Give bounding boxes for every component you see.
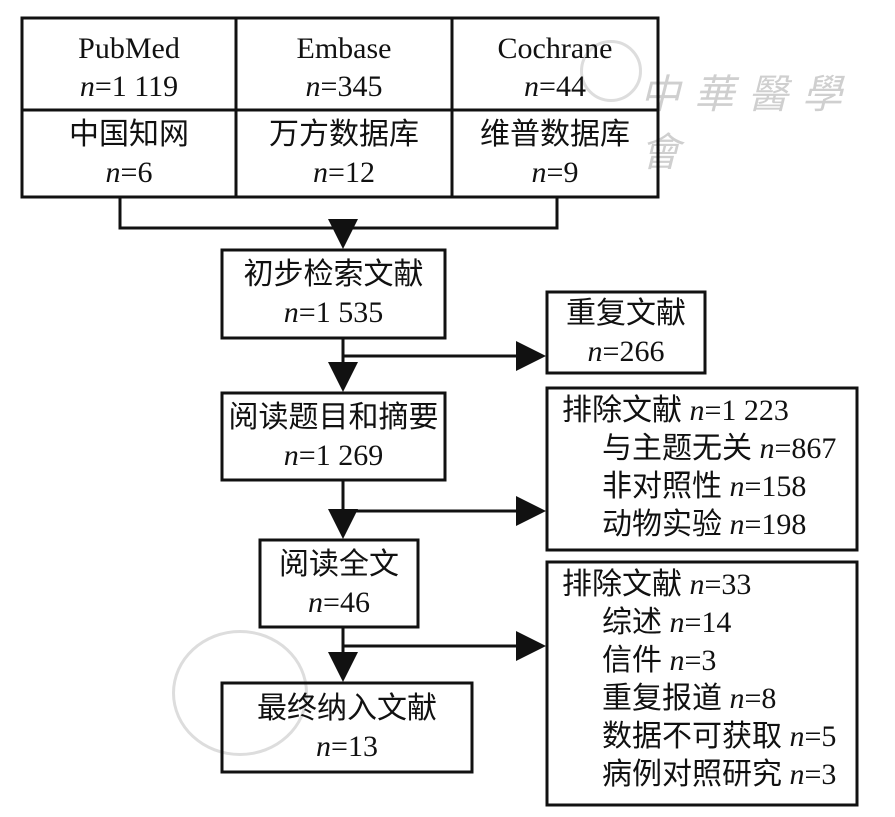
step-initial-search: 初步检索文献 n=1 535 [222, 250, 445, 338]
db-name: 维普数据库 [480, 118, 630, 151]
db-pubmed: PubMed n=1 119 [22, 30, 236, 106]
duplicates-box: 重复文献 n=266 [547, 292, 705, 373]
step-label: 最终纳入文献 [257, 691, 437, 725]
step-final-included: 最终纳入文献 n=13 [222, 683, 472, 772]
step-count: n=13 [316, 729, 378, 763]
exclusion-title: 排除文献 n=1 223 [562, 394, 789, 427]
duplicates-label: 重复文献 [566, 296, 686, 330]
step-label: 阅读题目和摘要 [228, 400, 439, 434]
database-grid-border [20, 16, 660, 199]
watermark-seal-bottom [172, 630, 308, 756]
step-full-text: 阅读全文 n=46 [260, 540, 418, 627]
exclusion-title: 排除文献 n=33 [562, 568, 752, 601]
watermark-seal-top [580, 40, 642, 102]
exclusion-item: 病例对照研究 n=3 [602, 758, 837, 791]
db-name: 万方数据库 [269, 118, 419, 151]
db-count: n=6 [105, 156, 153, 189]
exclusion-item: 与主题无关 n=867 [602, 432, 837, 465]
exclusion-box-1: 排除文献 n=1 223 与主题无关 n=867 非对照性 n=158 动物实验… [562, 392, 836, 544]
exclusion-item: 综述 n=14 [602, 606, 732, 639]
duplicates-count: n=266 [587, 334, 665, 368]
exclusion-item: 数据不可获取 n=5 [602, 720, 837, 753]
exclusion-box-2: 排除文献 n=33 综述 n=14 信件 n=3 重复报道 n=8 数据不可获取… [562, 566, 836, 794]
db-count: n=12 [313, 156, 375, 189]
exclusion-item: 非对照性 n=158 [602, 470, 807, 503]
db-embase: Embase n=345 [236, 30, 452, 106]
exclusion-item: 信件 n=3 [602, 644, 717, 677]
db-name: 中国知网 [69, 118, 189, 151]
db-name: Cochrane [497, 32, 613, 65]
db-count: n=9 [531, 156, 579, 189]
db-cnki: 中国知网 n=6 [22, 116, 236, 192]
step-count: n=1 535 [283, 296, 384, 329]
db-name: PubMed [78, 32, 180, 65]
step-label: 初步检索文献 [243, 258, 424, 291]
exclusion-item: 重复报道 n=8 [602, 682, 777, 715]
db-count: n=44 [524, 70, 586, 103]
db-count: n=1 119 [79, 70, 179, 103]
db-cochrane: Cochrane n=44 [452, 30, 658, 106]
db-count: n=345 [305, 70, 383, 103]
exclusion-item: 动物实验 n=198 [602, 508, 807, 541]
watermark-text: 中華醫學會 [640, 72, 856, 175]
step-count: n=46 [308, 585, 370, 619]
step-count: n=1 269 [283, 438, 384, 472]
db-name: Embase [296, 32, 392, 65]
step-label: 阅读全文 [279, 547, 399, 581]
db-vip: 维普数据库 n=9 [452, 116, 658, 192]
step-title-abstract: 阅读题目和摘要 n=1 269 [222, 393, 445, 480]
db-wanfang: 万方数据库 n=12 [236, 116, 452, 192]
